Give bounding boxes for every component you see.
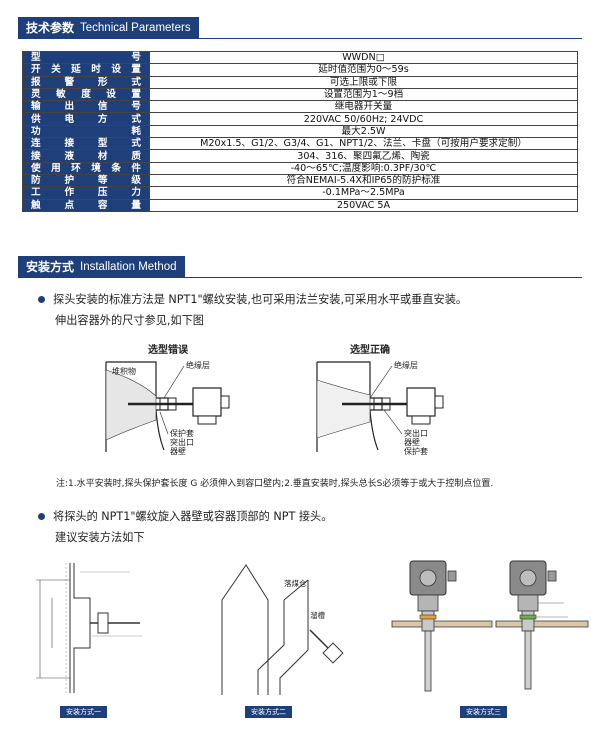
tech-section-tag: 技术参数 Technical Parameters — [18, 17, 199, 38]
param-key: 开关延时设置 — [22, 63, 150, 77]
param-value: 延时值范围为0～59s — [149, 63, 578, 77]
method-2-label-b: 溜槽 — [310, 610, 325, 620]
caption-method-2: 安装方式二 — [245, 706, 292, 718]
param-key: 连接型式 — [22, 137, 150, 151]
right-label-insulation: 绝缘层 — [394, 360, 418, 370]
param-key: 接液材质 — [22, 149, 150, 163]
caption-method-1: 安装方式一 — [60, 706, 107, 718]
param-value: 设置范围为1～9档 — [149, 87, 578, 102]
wrong-label-insulation: 绝缘层 — [186, 360, 210, 370]
right-label-outlet: 突出口 — [404, 428, 428, 438]
install-bullet-2: 将探头的 NPT1"螺纹旋入器壁或容器顶部的 NPT 接头。 — [38, 508, 332, 524]
param-row: 使用环境条件-40～65℃;温度影响:0.3PF/30℃ — [22, 161, 578, 175]
right-title: 选型正确 — [350, 343, 390, 356]
wrong-label-outlet: 突出口 — [170, 437, 194, 447]
param-key: 型号 — [22, 50, 150, 65]
install-bullet-1-sub: 伸出容器外的尺寸参见,如下图 — [55, 314, 204, 327]
install-section-header: 安装方式 Installation Method — [18, 256, 185, 277]
wrong-selection-diagram: 选型错误 堆积物 绝缘层 保护套 突出口 器壁 — [105, 343, 230, 456]
install-title-cn: 安装方式 — [26, 260, 75, 274]
tech-title-cn: 技术参数 — [26, 21, 75, 35]
param-key: 使用环境条件 — [22, 161, 150, 175]
wrong-title: 选型错误 — [148, 343, 189, 356]
param-row: 工作压力-0.1MPa～2.5MPa — [22, 186, 578, 200]
install-title-en: Installation Method — [80, 260, 177, 273]
param-row: 输出信号继电器开关量 — [22, 100, 578, 114]
wrong-label-sleeve: 保护套 — [170, 428, 194, 438]
install-bullet-1: 探头安装的标准方法是 NPT1"螺纹安装,也可采用法兰安装,可采用水平或垂直安装… — [38, 291, 467, 307]
param-key: 防护等级 — [22, 173, 150, 188]
right-selection-diagram: 选型正确 绝缘层 突出口 器壁 保护套 — [316, 343, 444, 456]
param-row: 功耗最大2.5W — [22, 124, 578, 139]
install-section-divider — [18, 277, 582, 278]
param-value: -0.1MPa～2.5MPa — [149, 186, 578, 200]
param-value: M20x1.5、G1/2、G3/4、G1、NPT1/2、法兰、卡盘（可按用户要求… — [149, 137, 578, 151]
install-bullet-1-text: 探头安装的标准方法是 NPT1"螺纹安装,也可采用法兰安装,可采用水平或垂直安装… — [53, 293, 468, 306]
install-method-1-figure — [36, 563, 142, 693]
param-key: 输出信号 — [22, 100, 150, 114]
param-value: 符合NEMAI-5.4X和IP65的防护标准 — [149, 173, 578, 188]
param-row: 灵敏度设置设置范围为1～9档 — [22, 87, 578, 102]
tech-title-en: Technical Parameters — [80, 21, 191, 34]
param-key: 报警形式 — [22, 75, 150, 89]
method-2-label-a: 落煤仓 — [284, 578, 307, 588]
param-value: 304、316、聚四氟乙烯、陶瓷 — [149, 149, 578, 163]
install-section-tag: 安装方式 Installation Method — [18, 256, 185, 277]
param-value: 继电器开关量 — [149, 100, 578, 114]
install-bullet-2-text: 将探头的 NPT1"螺纹旋入器壁或容器顶部的 NPT 接头。 — [53, 510, 333, 523]
param-key: 灵敏度设置 — [22, 87, 150, 102]
param-value: 220VAC 50/60Hz; 24VDC — [149, 112, 578, 126]
param-value: 最大2.5W — [149, 124, 578, 139]
bullet-dot-icon — [38, 295, 45, 303]
tech-section-divider — [18, 38, 582, 39]
param-value: WWDN□ — [149, 50, 578, 65]
right-label-sleeve: 保护套 — [404, 446, 428, 456]
param-row: 开关延时设置延时值范围为0～59s — [22, 63, 578, 77]
param-key: 功耗 — [22, 124, 150, 139]
param-value: 可选上限或下限 — [149, 75, 578, 89]
install-bullet-2-sub: 建议安装方法如下 — [55, 531, 145, 544]
install-method-3-figure — [391, 560, 589, 692]
param-value: -40～65℃;温度影响:0.3PF/30℃ — [149, 161, 578, 175]
bullet-dot-icon — [38, 512, 45, 520]
param-row: 报警形式可选上限或下限 — [22, 75, 578, 89]
install-note: 注:1.水平安装时,探头保护套长度 G 必须伸入到容口壁内;2.垂直安装时,探头… — [56, 479, 494, 489]
caption-method-3: 安装方式三 — [460, 706, 507, 718]
param-key: 触点容量 — [22, 198, 150, 212]
wrong-label-wall: 器壁 — [170, 446, 186, 456]
param-key: 工作压力 — [22, 186, 150, 200]
right-label-wall: 器壁 — [404, 437, 420, 447]
install-method-2-figure: 落煤仓 溜槽 — [221, 564, 344, 695]
wrong-label-pile: 堆积物 — [112, 366, 136, 376]
param-value: 250VAC 5A — [149, 198, 578, 212]
tech-section-header: 技术参数 Technical Parameters — [18, 17, 199, 38]
param-key: 供电方式 — [22, 112, 150, 126]
param-row: 防护等级符合NEMAI-5.4X和IP65的防护标准 — [22, 173, 578, 188]
